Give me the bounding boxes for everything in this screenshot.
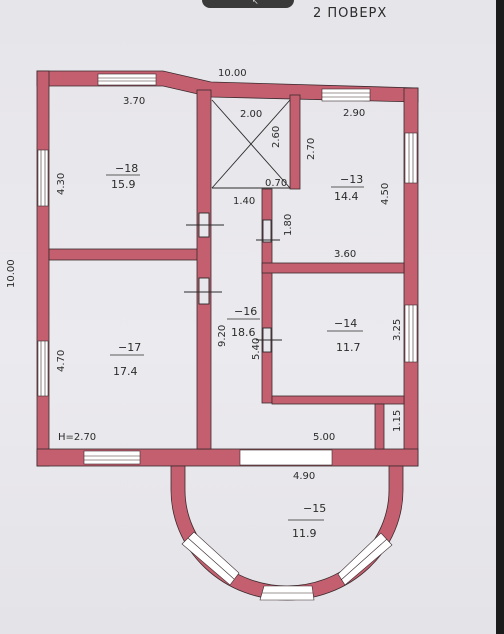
room-17-number: −17 (118, 341, 141, 354)
room-18-area: 15.9 (111, 178, 136, 191)
outer-wall-left (36, 70, 50, 467)
door-r13 (262, 219, 272, 243)
viewer-tab-handle[interactable] (202, 0, 294, 8)
dim-r16-side: 5.40 (251, 338, 262, 360)
room-labels: −18 15.9 −13 14.4 −14 11.7 −16 18.6 −17 … (106, 162, 364, 540)
window-r17-bottom (83, 450, 141, 465)
window-r14-right (404, 304, 418, 363)
walls (36, 70, 419, 467)
dim-r14-depth: 3.25 (392, 319, 403, 341)
window-r13-top (321, 88, 371, 102)
wall-14-bottom (271, 395, 405, 405)
opening-bay (239, 449, 333, 466)
room-13-label: −13 14.4 (331, 173, 364, 203)
dim-r13-depth-right: 4.50 (380, 183, 391, 205)
room-15-number: −15 (303, 502, 326, 515)
room-14-area: 11.7 (336, 341, 361, 354)
door-r17 (198, 277, 210, 305)
dim-stair-width: 2.00 (240, 109, 262, 120)
room-16-number: −16 (234, 305, 257, 318)
dim-r18-width: 3.70 (123, 96, 145, 107)
dim-stair-depth: 2.60 (271, 126, 282, 148)
wall-stair-13 (289, 94, 301, 190)
dim-bottom-corridor: 5.00 (313, 432, 335, 443)
dim-left-total: 10.00 (6, 259, 17, 288)
wall-corridor-left (196, 89, 212, 450)
dim-bay-width: 4.90 (293, 471, 315, 482)
dim-bottom-small: 1.15 (392, 410, 403, 432)
dim-top-total: 10.00 (218, 68, 247, 79)
window-r17-left (37, 340, 49, 397)
stair-shaft (211, 99, 291, 189)
room-18-label: −18 15.9 (106, 162, 140, 191)
dimension-labels: 10.00 10.00 3.70 4.30 2.00 2.60 0.70 1.4… (6, 68, 403, 482)
bay-wall (170, 465, 404, 601)
wall-18-17 (48, 248, 201, 261)
bay-room-15 (170, 465, 404, 601)
room-15-label: −15 11.9 (288, 502, 326, 540)
dim-r13-partition: 1.80 (283, 214, 294, 236)
dim-r13-bottom: 3.60 (334, 249, 356, 260)
dim-corridor-top: 1.40 (233, 196, 255, 207)
dim-r18-depth: 4.30 (56, 173, 67, 195)
dim-r13-width: 2.90 (343, 108, 365, 119)
window-r18-top (97, 73, 157, 86)
windows (37, 73, 418, 466)
wall-small-room (374, 403, 385, 450)
dim-r17-depth: 4.70 (56, 350, 67, 372)
room-13-area: 14.4 (334, 190, 359, 203)
room-18-number: −18 (115, 162, 138, 175)
room-13-number: −13 (340, 173, 363, 186)
wall-corridor-right (261, 188, 273, 404)
tab-arrow-icon: ↖ (252, 0, 259, 6)
room-15-area: 11.9 (292, 527, 317, 540)
door-marks (184, 212, 282, 353)
room-17-label: −17 17.4 (110, 341, 144, 378)
dim-r17-height: H=2.70 (58, 432, 96, 443)
window-r13-right (404, 132, 418, 184)
room-14-number: −14 (334, 317, 357, 330)
window-r18-left (37, 149, 49, 207)
room-17-area: 17.4 (113, 365, 138, 378)
dim-r16-length: 9.20 (217, 325, 228, 347)
room-16-area: 18.6 (231, 326, 256, 339)
room-16-label: −16 18.6 (227, 305, 260, 339)
room-14-label: −14 11.7 (327, 317, 363, 354)
wall-13-14 (261, 262, 405, 274)
dim-r13-depth-left: 2.70 (306, 138, 317, 160)
floor-title: 2 ПОВЕРХ (313, 6, 387, 21)
dim-stair-landing: 0.70 (265, 178, 287, 189)
